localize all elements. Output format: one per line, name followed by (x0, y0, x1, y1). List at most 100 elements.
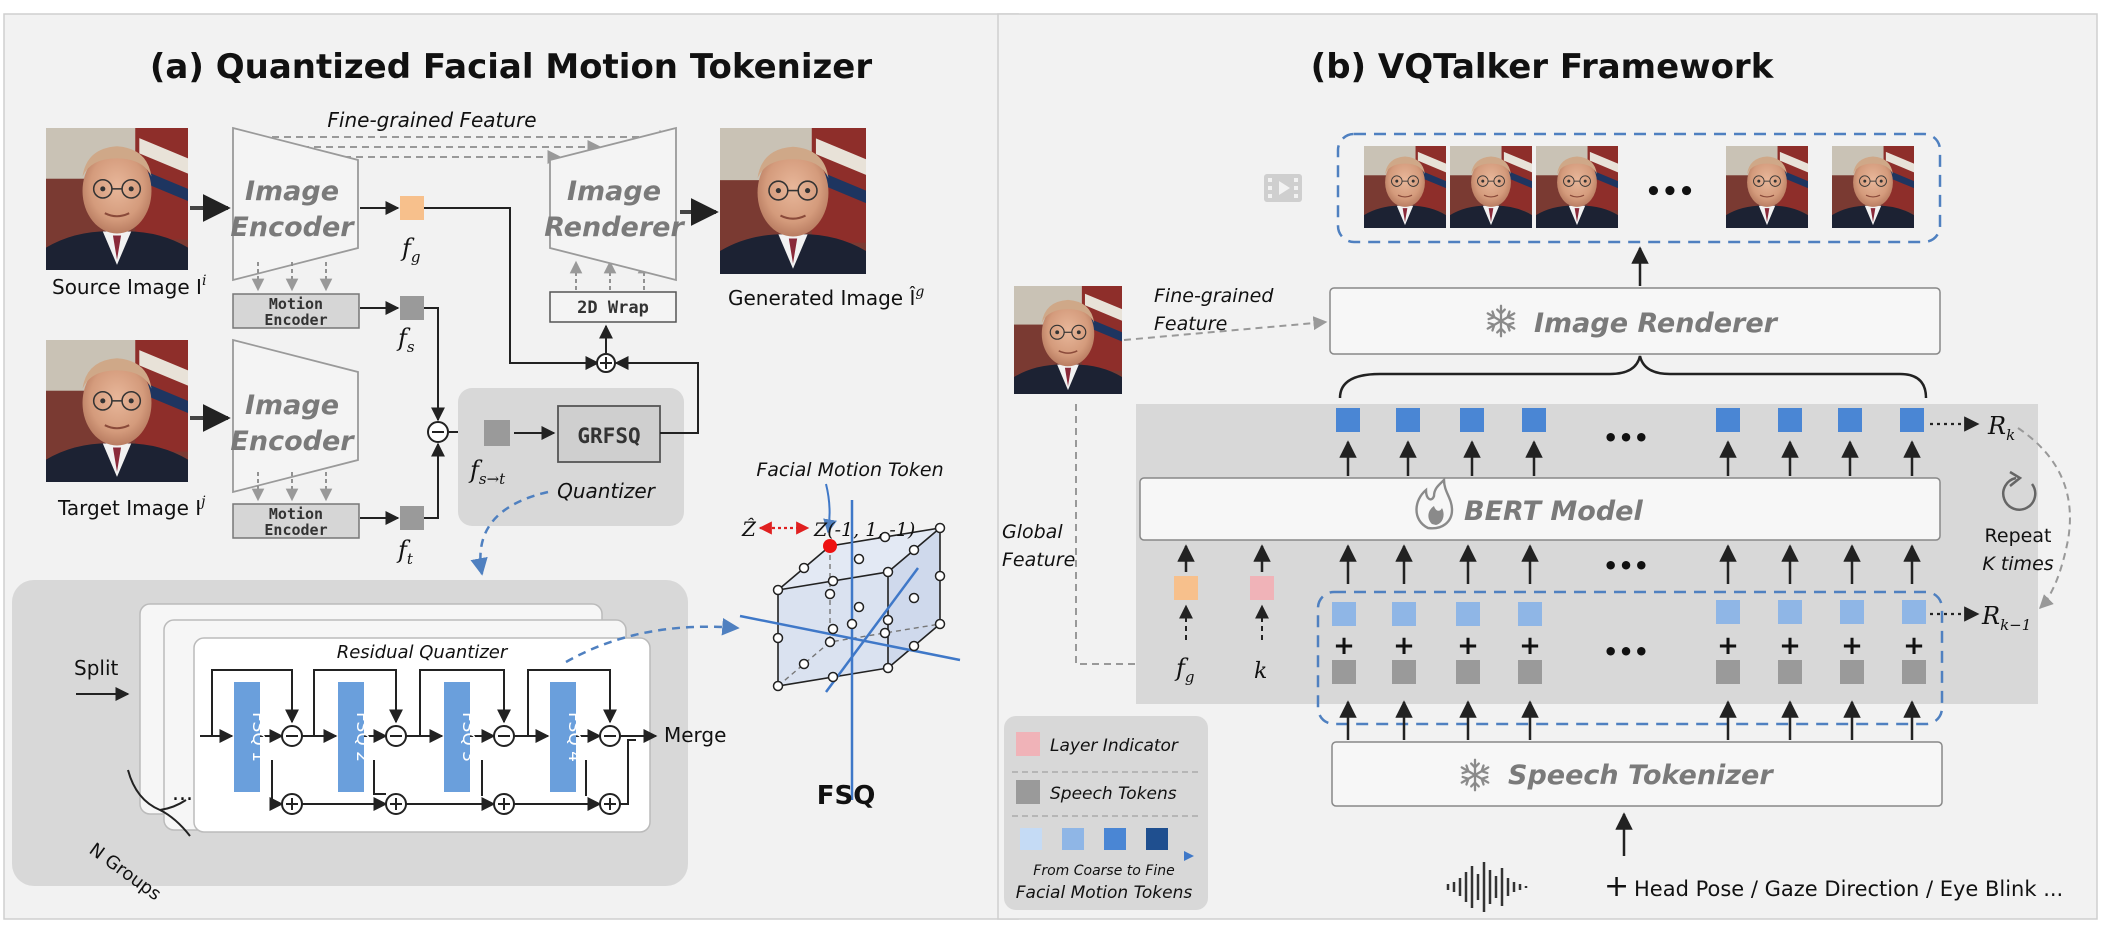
plus-sign: + (1903, 631, 1925, 661)
fsq-block-4: FSQ 4 (550, 682, 584, 792)
input-motion-tokens (1332, 600, 1926, 626)
ft-token (400, 506, 424, 530)
legend-motion-swatch-3 (1104, 828, 1126, 850)
plus-sign: + (1779, 631, 1801, 661)
plus-sign: + (1333, 631, 1355, 661)
fsq-block-3-label: FSQ 3 (458, 712, 478, 762)
rk1-label: Rk−1 (1981, 602, 2031, 634)
speech-tokenizer-block (1331, 741, 1943, 807)
input-tokens-ellipsis: ••• (1603, 638, 1649, 666)
plus-sign: + (1393, 631, 1415, 661)
bert-input-ellipsis: ••• (1603, 552, 1649, 580)
fg-token-b (1174, 576, 1198, 600)
motion-encoder-1-line1: Motion (269, 295, 323, 313)
head-pose-label: Head Pose / Gaze Direction / Eye Blink .… (1634, 877, 2063, 901)
image-encoder-2-line2: Encoder (230, 426, 355, 457)
source-image (46, 128, 188, 270)
image-renderer-a (549, 126, 677, 282)
source-image-label: Source Image Ii (52, 273, 206, 299)
input-motion-token (1778, 600, 1802, 624)
input-speech-token (1518, 660, 1542, 684)
fine-grained-b-line1: Fine-grained (1154, 285, 1274, 307)
residual-quantizer-label: Residual Quantizer (337, 642, 509, 663)
repeat-line1: Repeat (1985, 525, 2052, 547)
image-renderer-b (1329, 287, 1941, 355)
input-speech-token (1392, 660, 1416, 684)
image-encoder-1 (232, 126, 359, 282)
input-speech-token (1840, 660, 1864, 684)
fsq4-to-cube-curve (565, 618, 740, 664)
split-label: Split (74, 656, 119, 680)
output-token (1778, 408, 1802, 432)
fst-token (484, 420, 510, 446)
fsq-cube (739, 500, 961, 800)
generated-image-label: Generated Image Îg (728, 284, 924, 310)
fsq-block-3: FSQ 3 (444, 682, 478, 792)
fg-token (400, 196, 424, 220)
input-speech-token (1902, 660, 1926, 684)
target-image (46, 340, 188, 482)
quantizer-label: Quantizer (557, 479, 657, 503)
input-speech-token (1332, 660, 1356, 684)
input-motion-token (1716, 600, 1740, 624)
legend-box (1004, 716, 1208, 910)
z-coord-label: Z(-1, 1, -1) (813, 519, 915, 541)
facial-motion-token-pointer (823, 483, 837, 534)
input-tokens-box (1316, 590, 1944, 726)
plus-sign: + (1457, 631, 1479, 661)
output-token (1900, 408, 1924, 432)
legend-speech-swatch (1016, 780, 1040, 804)
input-motion-token (1840, 600, 1864, 624)
fs-to-minus-arrow (424, 307, 445, 422)
plus-sign: + (1841, 631, 1863, 661)
generated-image (720, 128, 866, 274)
global-feature-line1: Global (1002, 521, 1063, 543)
panel-a-title: (a) Quantized Facial Motion Tokenizer (150, 47, 872, 87)
image-encoder-2-line1: Image (245, 390, 339, 421)
legend-motion-swatch-4 (1146, 828, 1168, 850)
output-tokens-ellipsis: ••• (1603, 424, 1649, 452)
input-motion-token (1902, 600, 1926, 624)
bert-up-arrows (1339, 440, 1921, 476)
legend-facial-motion-tokens: Facial Motion Tokens (1016, 883, 1193, 903)
groups-ellipsis: ... (172, 781, 193, 806)
fs-token (400, 296, 424, 320)
fsq-block-2: FSQ 2 (338, 682, 372, 792)
residual-chain-lines (200, 669, 658, 811)
bert-label: BERT Model (1464, 496, 1643, 527)
motion-encoder-2-line1: Motion (269, 505, 323, 523)
motion-encoder-2-line2: Encoder (264, 521, 327, 539)
fsq-cube-label: FSQ (817, 781, 876, 811)
legend-speech-tokens: Speech Tokens (1050, 784, 1177, 804)
input-motion-token (1332, 602, 1356, 626)
output-token (1460, 408, 1484, 432)
fine-grained-b-arrow (1123, 316, 1328, 341)
bert-region (1136, 404, 2038, 704)
quantizer-detail-curve (470, 490, 549, 576)
grfsq-block (557, 405, 661, 463)
input-motion-token (1392, 602, 1416, 626)
k-label: k (1254, 659, 1267, 684)
fsq-block-1: FSQ 1 (234, 682, 268, 792)
input-speech-token (1716, 660, 1740, 684)
layer-indicator-token (1250, 576, 1274, 600)
fsq-block-2-label: FSQ 2 (352, 712, 372, 762)
input-motion-token (1518, 602, 1542, 626)
plus-sign: + (1717, 631, 1739, 661)
z-hat-label: Ẑ (741, 517, 757, 541)
global-feature-arrow (1075, 404, 1162, 671)
fine-grained-b-line2: Feature (1154, 313, 1227, 335)
repeat-loop-arrow (2017, 427, 2071, 609)
input-motion-token (1456, 602, 1480, 626)
image-encoder-1-line1: Image (245, 176, 339, 207)
residual-minus-circles (281, 725, 621, 747)
legend-motion-swatch-1 (1020, 828, 1042, 850)
grfsq-to-plus-arrow (614, 356, 699, 434)
wrap-block (549, 291, 677, 323)
image-encoder-1-line2: Encoder (230, 212, 355, 243)
repeat-icon (2002, 470, 2037, 511)
rk-label: Rk (1987, 412, 2015, 444)
image-renderer-a-line1: Image (567, 176, 661, 207)
input-plus: + (1604, 869, 1629, 904)
motion-encoder-1-line2: Encoder (264, 311, 327, 329)
